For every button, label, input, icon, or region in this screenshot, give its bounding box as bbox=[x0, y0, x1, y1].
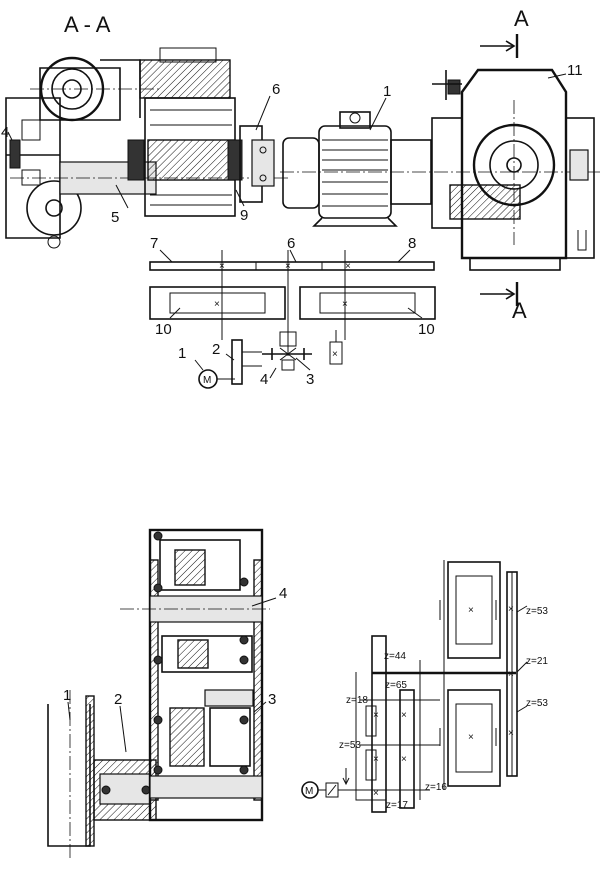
teeth-label-z21: z=21 bbox=[526, 656, 548, 667]
callout-6b: 6 bbox=[287, 235, 295, 252]
svg-text:×: × bbox=[345, 261, 351, 272]
svg-text:×: × bbox=[508, 728, 514, 739]
svg-text:×: × bbox=[373, 754, 379, 765]
drive-kinematic-scheme: × × × × × × M 7 6 8 10 10 bbox=[149, 235, 436, 389]
callout-6: 6 bbox=[272, 81, 280, 98]
callout-gb-1: 1 bbox=[63, 687, 71, 704]
callout-gb-2: 2 bbox=[114, 691, 122, 708]
svg-text:×: × bbox=[214, 299, 220, 310]
callout-8: 8 bbox=[408, 235, 416, 252]
callout-4b: 4 bbox=[260, 371, 268, 388]
motor-reducer-view: 1 11 A A bbox=[280, 6, 600, 323]
teeth-label-z16: z=16 bbox=[425, 782, 447, 793]
svg-text:×: × bbox=[373, 788, 379, 799]
callout-4: 4 bbox=[1, 124, 9, 141]
section-mark-top: A bbox=[514, 6, 529, 31]
callout-9: 9 bbox=[240, 207, 248, 224]
teeth-label-z53-left: z=53 bbox=[339, 740, 361, 751]
teeth-label-z17: z=17 bbox=[386, 800, 408, 811]
callout-2: 2 bbox=[212, 341, 220, 358]
callout-7: 7 bbox=[150, 235, 158, 252]
callout-gb-3: 3 bbox=[268, 691, 276, 708]
teeth-label-z18: z=18 bbox=[346, 695, 368, 706]
teeth-label-z65: z=65 bbox=[385, 680, 407, 691]
section-mark-bottom: A bbox=[512, 298, 527, 323]
svg-text:×: × bbox=[401, 754, 407, 765]
callout-3: 3 bbox=[306, 371, 314, 388]
svg-text:×: × bbox=[373, 710, 379, 721]
svg-text:×: × bbox=[401, 710, 407, 721]
svg-text:×: × bbox=[342, 299, 348, 310]
callout-5: 5 bbox=[111, 209, 119, 226]
section-label: A - A bbox=[64, 12, 111, 37]
svg-text:×: × bbox=[508, 604, 514, 615]
gearbox-section-view: 1 2 3 4 bbox=[47, 528, 287, 860]
teeth-label-z53-top: z=53 bbox=[526, 606, 548, 617]
svg-text:×: × bbox=[508, 669, 514, 680]
gear-train-scheme: × × × × × × × × × × M bbox=[301, 560, 548, 813]
teeth-label-z44: z=44 bbox=[384, 651, 406, 662]
callout-11: 11 bbox=[567, 62, 583, 79]
svg-text:×: × bbox=[332, 349, 338, 360]
callout-gb-4: 4 bbox=[279, 585, 287, 602]
section-a-a-view: A - A 4 5 bbox=[1, 12, 290, 249]
callout-10-left: 10 bbox=[155, 321, 172, 338]
svg-text:M: M bbox=[203, 375, 211, 386]
svg-text:×: × bbox=[468, 605, 474, 616]
callout-10-right: 10 bbox=[418, 321, 435, 338]
svg-text:×: × bbox=[468, 732, 474, 743]
callout-1b: 1 bbox=[178, 345, 186, 362]
teeth-label-z53-bottom: z=53 bbox=[526, 698, 548, 709]
gear-scheme-motor-symbol: M bbox=[305, 786, 313, 797]
callout-1: 1 bbox=[383, 83, 391, 100]
